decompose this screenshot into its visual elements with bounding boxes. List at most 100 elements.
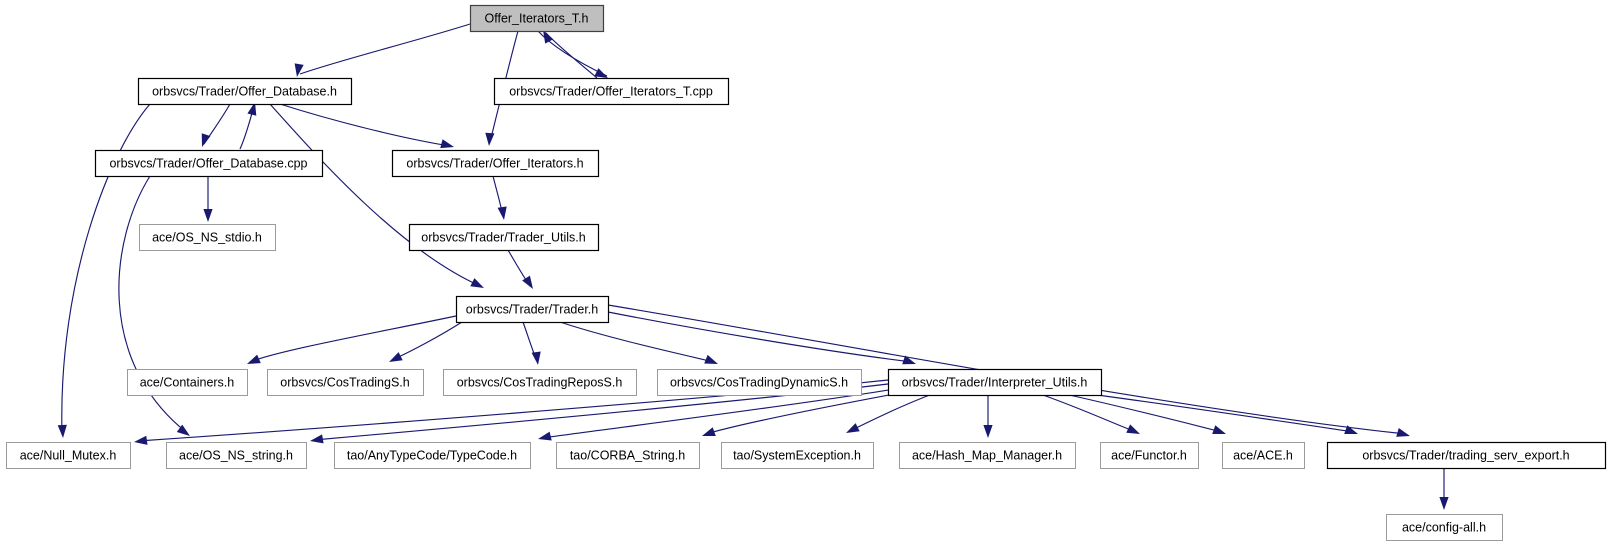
node-hash_map[interactable]: ace/Hash_Map_Manager.h bbox=[899, 442, 1076, 469]
node-box[interactable] bbox=[899, 442, 1076, 469]
node-typecode[interactable]: tao/AnyTypeCode/TypeCode.h bbox=[334, 442, 531, 469]
node-root[interactable]: Offer_Iterators_T.h bbox=[469, 4, 605, 33]
node-box[interactable] bbox=[334, 442, 531, 469]
node-box[interactable] bbox=[139, 224, 276, 251]
node-box[interactable] bbox=[657, 369, 862, 396]
node-box[interactable] bbox=[887, 368, 1103, 397]
edge-offer_db_cpp-to-os_ns_string bbox=[118, 175, 190, 436]
node-costradingrepos[interactable]: orbsvcs/CosTradingReposS.h bbox=[443, 369, 637, 396]
node-box[interactable] bbox=[6, 442, 131, 469]
arrowhead bbox=[247, 102, 257, 116]
edge-interp_utils-to-corba_string bbox=[702, 391, 906, 436]
node-ace_ace[interactable]: ace/ACE.h bbox=[1222, 442, 1305, 469]
node-containers[interactable]: ace/Containers.h bbox=[127, 369, 248, 396]
node-offer_db_cpp[interactable]: orbsvcs/Trader/Offer_Database.cpp bbox=[94, 149, 324, 178]
edge-interp_utils-to-sysexception bbox=[846, 392, 936, 433]
node-box[interactable] bbox=[408, 223, 600, 252]
node-os_ns_stdio[interactable]: ace/OS_NS_stdio.h bbox=[139, 224, 276, 251]
node-label: orbsvcs/CosTradingS.h bbox=[280, 375, 409, 389]
node-box[interactable] bbox=[1100, 442, 1199, 469]
nodes-layer: Offer_Iterators_T.h orbsvcs/Trader/Offer_… bbox=[6, 4, 1607, 541]
node-trader_h[interactable]: orbsvcs/Trader/Trader.h bbox=[455, 295, 610, 324]
node-label: orbsvcs/Trader/Trader_Utils.h bbox=[421, 230, 585, 244]
node-label: orbsvcs/Trader/Trader.h bbox=[466, 302, 599, 316]
arrowhead bbox=[1396, 428, 1410, 437]
node-label: tao/AnyTypeCode/TypeCode.h bbox=[347, 448, 517, 462]
node-label: ace/Functor.h bbox=[1111, 448, 1187, 462]
arrowhead bbox=[470, 278, 484, 288]
node-box[interactable] bbox=[469, 4, 605, 33]
arrowhead bbox=[247, 354, 261, 364]
node-costradings[interactable]: orbsvcs/CosTradingS.h bbox=[267, 369, 424, 396]
edge-trader_h-to-costradingdyn bbox=[559, 321, 718, 364]
node-box[interactable] bbox=[556, 442, 700, 469]
node-box[interactable] bbox=[721, 442, 874, 469]
node-label: ace/config-all.h bbox=[1402, 520, 1486, 534]
node-box[interactable] bbox=[391, 149, 600, 178]
edge-interp_utils-to-trading_export bbox=[1074, 391, 1358, 434]
node-label: ace/Hash_Map_Manager.h bbox=[912, 448, 1062, 462]
node-config_all[interactable]: ace/config-all.h bbox=[1386, 514, 1503, 541]
node-box[interactable] bbox=[127, 369, 248, 396]
node-box[interactable] bbox=[1386, 514, 1503, 541]
node-box[interactable] bbox=[94, 149, 324, 178]
node-label: ace/OS_NS_stdio.h bbox=[152, 230, 262, 244]
node-null_mutex[interactable]: ace/Null_Mutex.h bbox=[6, 442, 131, 469]
edge-offer_db_cpp-to-offer_db_h bbox=[239, 102, 257, 150]
node-interp_utils[interactable]: orbsvcs/Trader/Interpreter_Utils.h bbox=[887, 368, 1103, 397]
node-corba_string[interactable]: tao/CORBA_String.h bbox=[556, 442, 700, 469]
node-box[interactable] bbox=[1222, 442, 1305, 469]
arrowhead bbox=[704, 354, 718, 364]
edge-offer_it_t_cpp-to-root bbox=[543, 30, 598, 79]
arrowhead bbox=[134, 435, 148, 445]
arrowhead bbox=[1212, 425, 1226, 434]
edge-interp_utils-to-ace_ace bbox=[1059, 392, 1226, 434]
node-label: orbsvcs/Trader/Offer_Iterators.h bbox=[406, 156, 583, 170]
edge-offer_iters_h-to-trader_utils_h bbox=[492, 175, 507, 220]
node-trader_utils_h[interactable]: orbsvcs/Trader/Trader_Utils.h bbox=[408, 223, 600, 252]
node-offer_it_t_cpp[interactable]: orbsvcs/Trader/Offer_Iterators_T.cpp bbox=[493, 77, 730, 106]
node-label: orbsvcs/Trader/Interpreter_Utils.h bbox=[902, 375, 1088, 389]
node-sysexception[interactable]: tao/SystemException.h bbox=[721, 442, 874, 469]
node-label: ace/Containers.h bbox=[140, 375, 235, 389]
edge-trader_utils_h-to-trader_h bbox=[507, 249, 533, 289]
edge-trader_h-to-interp_utils bbox=[607, 311, 916, 365]
node-box[interactable] bbox=[1326, 441, 1607, 470]
node-os_ns_string[interactable]: ace/OS_NS_string.h bbox=[166, 442, 307, 469]
node-functor[interactable]: ace/Functor.h bbox=[1100, 442, 1199, 469]
edge-trader_h-to-costradingrepos bbox=[522, 321, 541, 365]
node-trading_export[interactable]: orbsvcs/Trader/trading_serv_export.h bbox=[1326, 441, 1607, 470]
arrowhead bbox=[846, 423, 860, 433]
node-box[interactable] bbox=[137, 77, 353, 106]
node-offer_iters_h[interactable]: orbsvcs/Trader/Offer_Iterators.h bbox=[391, 149, 600, 178]
node-label: tao/CORBA_String.h bbox=[570, 448, 685, 462]
arrowhead bbox=[594, 68, 608, 78]
arrowhead bbox=[702, 427, 716, 436]
edge-interp_utils-to-hash_map bbox=[983, 395, 993, 438]
node-box[interactable] bbox=[443, 369, 637, 396]
node-label: ace/Null_Mutex.h bbox=[20, 448, 117, 462]
node-offer_db_h[interactable]: orbsvcs/Trader/Offer_Database.h bbox=[137, 77, 353, 106]
edge-offer_db_h-to-offer_db_cpp bbox=[201, 103, 231, 147]
arrowhead bbox=[538, 431, 552, 441]
edge-trader_h-to-containers bbox=[247, 315, 457, 364]
node-box[interactable] bbox=[455, 295, 610, 324]
node-box[interactable] bbox=[166, 442, 307, 469]
arrowhead bbox=[57, 424, 67, 438]
arrowhead bbox=[1126, 424, 1140, 434]
arrowhead bbox=[543, 30, 554, 44]
node-box[interactable] bbox=[493, 77, 730, 106]
arrowhead bbox=[1439, 497, 1449, 510]
node-costradingdyn[interactable]: orbsvcs/CosTradingDynamicS.h bbox=[657, 369, 862, 396]
arrowhead bbox=[531, 351, 541, 365]
node-label: orbsvcs/Trader/Offer_Database.cpp bbox=[109, 156, 307, 170]
arrowhead bbox=[310, 434, 324, 444]
node-label: Offer_Iterators_T.h bbox=[485, 11, 589, 25]
arrowhead bbox=[440, 139, 454, 149]
node-box[interactable] bbox=[267, 369, 424, 396]
arrowhead bbox=[201, 133, 211, 147]
arrowhead bbox=[294, 63, 304, 77]
edge-interp_utils-to-functor bbox=[1039, 393, 1140, 434]
